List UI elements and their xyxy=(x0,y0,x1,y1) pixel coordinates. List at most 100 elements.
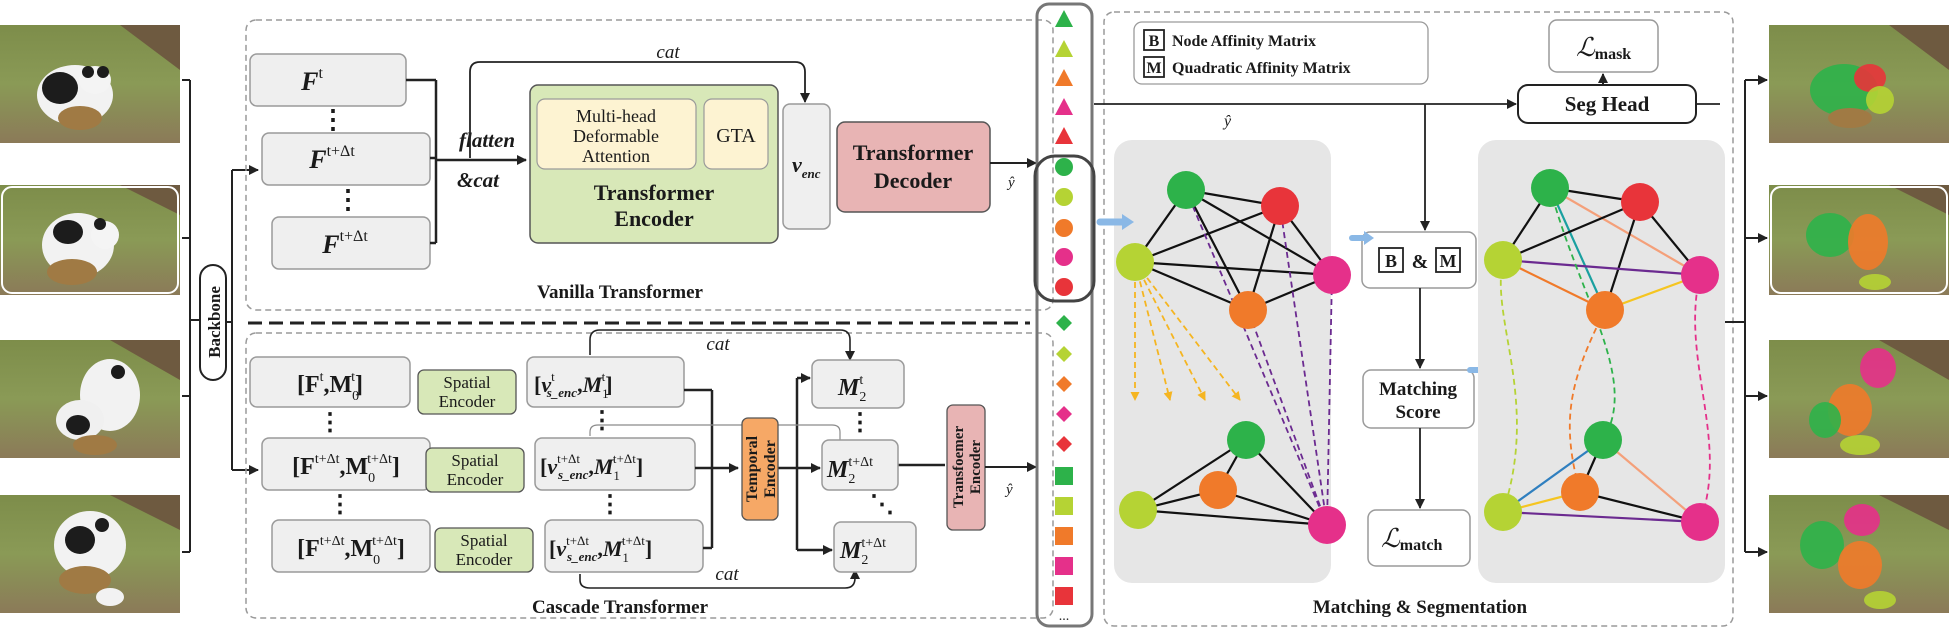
vanilla-title: Vanilla Transformer xyxy=(537,282,703,303)
vertical-ellipsis: ⋮ xyxy=(318,410,342,436)
mhda-line-1: Multi-head xyxy=(576,106,656,126)
seg-head: Seg Head xyxy=(1517,84,1697,124)
svg-text:Spatial: Spatial xyxy=(451,451,498,470)
svg-text:[Ft+Δt,M0t+Δt]: [Ft+Δt,M0t+Δt] xyxy=(292,452,400,486)
mhda-box xyxy=(536,98,697,170)
vertical-ellipsis: ⋮ xyxy=(320,105,346,134)
vertical-ellipsis: ⋮ xyxy=(335,185,361,214)
svg-text:&: & xyxy=(1412,251,1429,273)
token-triangles xyxy=(1055,10,1073,144)
temporal-encoder: Temporal Encoder xyxy=(741,417,779,521)
transformer-decoder: Transformer Decoder xyxy=(836,121,991,213)
node-lime xyxy=(1119,491,1157,529)
token-diamond-pink xyxy=(1056,406,1072,422)
token-triangle-orange xyxy=(1055,69,1073,86)
legend-b-text: Node Affinity Matrix xyxy=(1172,33,1316,50)
token-diamond-red xyxy=(1056,436,1072,452)
cascade-panel xyxy=(245,332,1054,619)
svg-text:M2t: M2t xyxy=(837,373,866,405)
vanilla-feature-1: Ft xyxy=(249,53,407,107)
transformer-encoder: Multi-head Deformable Attention GTA Tran… xyxy=(529,84,779,244)
flatten-cat-label: &cat xyxy=(457,168,500,192)
node-pink xyxy=(1681,503,1719,541)
graph-panel-right xyxy=(1478,140,1725,583)
svg-text:Ft+Δt: Ft+Δt xyxy=(321,228,368,259)
svg-text:Transfoemer: Transfoemer xyxy=(951,426,967,509)
vertical-ellipsis: ⋮ xyxy=(848,410,872,436)
svg-text:Seg Head: Seg Head xyxy=(1565,92,1650,116)
node-orange xyxy=(1199,471,1237,509)
legend-m-letter: M xyxy=(1146,60,1161,77)
svg-text:Matching: Matching xyxy=(1379,379,1458,400)
token-triangle-pink xyxy=(1055,98,1073,115)
svg-text:Temporal: Temporal xyxy=(744,435,761,502)
cascade-cat-bottom-label: cat xyxy=(715,564,739,585)
decoder-title-2: Decoder xyxy=(874,168,952,193)
vanilla-yhat: ŷ xyxy=(1006,175,1015,191)
node-pink xyxy=(1308,506,1346,544)
vanilla-cat-arrow xyxy=(469,61,810,158)
token-squares xyxy=(1055,467,1073,605)
token-circle-orange xyxy=(1055,219,1073,237)
matching-title: Matching & Segmentation xyxy=(1313,597,1528,618)
token-diamonds xyxy=(1056,315,1072,452)
decoder-title-1: Transformer xyxy=(853,140,974,165)
node-green xyxy=(1531,169,1569,207)
vanilla-panel xyxy=(245,19,1054,311)
svg-text:Spatial: Spatial xyxy=(460,531,507,550)
output-frame-4 xyxy=(1769,495,1949,613)
backbone-outputs xyxy=(226,165,259,475)
node-orange xyxy=(1561,473,1599,511)
token-square-red xyxy=(1055,587,1073,605)
node-pink xyxy=(1681,256,1719,294)
cascade-out-3: M2t+Δt xyxy=(833,521,917,573)
svg-text:B: B xyxy=(1385,251,1397,271)
token-square-lime xyxy=(1055,497,1073,515)
cascade-input-1: [Ft,M0t] xyxy=(249,356,411,408)
input-frame-3 xyxy=(0,340,180,458)
svg-text:Ft+Δt: Ft+Δt xyxy=(308,143,355,174)
token-circle-green xyxy=(1055,158,1073,176)
spatial-encoder-2: Spatial Encoder xyxy=(425,447,525,493)
bm-box: B & M xyxy=(1361,231,1477,289)
encoder-title-1: Transformer xyxy=(594,180,715,205)
legend-q-text: Quadratic Affinity Matrix xyxy=(1172,60,1351,77)
spatial-encoder-1: Spatial Encoder xyxy=(417,369,517,415)
svg-text:Encoder: Encoder xyxy=(968,440,984,495)
node-green xyxy=(1167,171,1205,209)
matching-yhat: ŷ xyxy=(1222,113,1232,130)
venc-box: venc xyxy=(782,103,831,230)
graph-left-purple-edges xyxy=(1184,189,1337,526)
input-frames xyxy=(0,25,180,613)
token-triangle-red xyxy=(1055,127,1073,144)
token-diamond-green xyxy=(1056,315,1072,331)
cascade-cat-middle xyxy=(589,424,841,440)
loss-match-box: ℒmatch xyxy=(1367,509,1471,567)
graph-left-nodes xyxy=(1116,171,1351,544)
vertical-ellipsis: ⋮ xyxy=(590,408,614,434)
token-triangle-green xyxy=(1055,10,1073,27)
mhda-line-2: Deformable xyxy=(573,126,659,146)
svg-text:Spatial: Spatial xyxy=(443,373,490,392)
token-square-pink xyxy=(1055,557,1073,575)
svg-text:Score: Score xyxy=(1395,402,1440,423)
cascade-cat-bottom xyxy=(579,569,860,589)
cascade-out-1: M2t xyxy=(811,359,905,409)
cascade-cat-top-label: cat xyxy=(706,334,730,355)
graph-right-match-links xyxy=(1499,187,1711,523)
legend: B Node Affinity Matrix M Quadratic Affin… xyxy=(1133,21,1429,85)
token-diamond-orange xyxy=(1056,376,1072,392)
svg-text:Ft: Ft xyxy=(300,65,323,96)
output-frames xyxy=(1769,25,1949,613)
node-orange xyxy=(1586,291,1624,329)
token-square-orange xyxy=(1055,527,1073,545)
svg-text:venc: venc xyxy=(792,152,821,181)
svg-text:Encoder: Encoder xyxy=(456,550,513,569)
cascade-out-2: M2t+Δt xyxy=(821,439,899,491)
output-frame-1 xyxy=(1769,25,1949,143)
node-red xyxy=(1621,183,1659,221)
vanilla-cat-label: cat xyxy=(656,42,680,63)
node-orange xyxy=(1229,291,1267,329)
